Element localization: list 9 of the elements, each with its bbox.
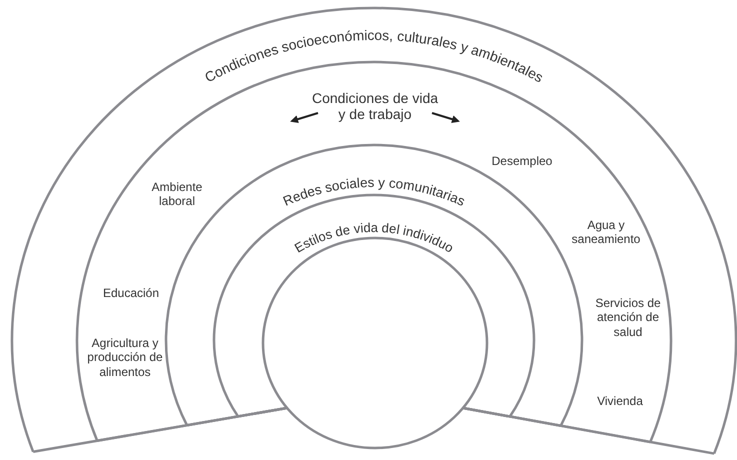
factor-label: Agricultura y producción de alimentos bbox=[86, 336, 164, 380]
factor-label: Educación bbox=[102, 286, 160, 300]
arc-band bbox=[10, 6, 737, 456]
factor-label: Desempleo bbox=[490, 154, 554, 168]
band-title: Condiciones de vida y de trabajo bbox=[310, 90, 440, 122]
factor-label: Ambiente laboral bbox=[150, 180, 204, 209]
factor-label: Servicios de atención de salud bbox=[594, 296, 662, 340]
factor-label: Agua y saneamiento bbox=[570, 218, 642, 247]
factor-label: Vivienda bbox=[596, 394, 644, 408]
